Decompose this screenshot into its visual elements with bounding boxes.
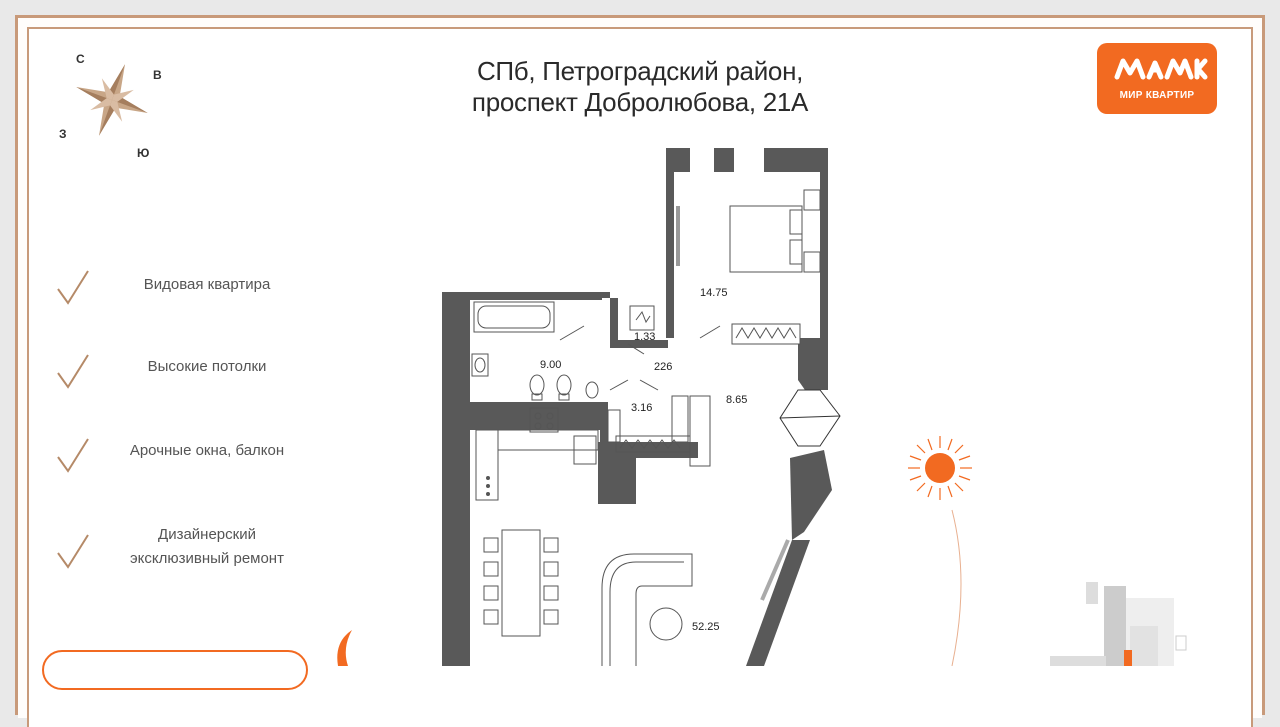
moon-icon bbox=[337, 630, 352, 666]
logo-text: МИР КВАРТИР bbox=[1119, 90, 1195, 101]
sink-icon bbox=[471, 353, 489, 377]
building-minimap bbox=[1050, 582, 1187, 666]
wardrobe-icon bbox=[731, 323, 801, 345]
feature-label-line-2: эксклюзивный ремонт bbox=[130, 550, 284, 567]
floor-plan: 14.75 9.00 1.33 226 3.16 8.65 52.25 bbox=[442, 148, 841, 666]
walls bbox=[442, 148, 832, 666]
compass-south-label: Ю bbox=[137, 146, 150, 160]
sofa-icon bbox=[601, 553, 693, 666]
logo-mark-icon bbox=[1114, 58, 1208, 80]
room-area-living: 52.25 bbox=[692, 621, 720, 633]
room-area-closet: 3.16 bbox=[631, 402, 652, 414]
room-area-wc: 1.33 bbox=[634, 331, 655, 343]
room-area-bedroom: 14.75 bbox=[700, 287, 728, 299]
check-icon bbox=[57, 354, 89, 389]
bath-door bbox=[559, 325, 585, 341]
toilet-icon bbox=[529, 374, 599, 401]
kitchen-counter bbox=[475, 407, 599, 501]
feature-label: Арочные окна, балкон bbox=[129, 442, 285, 459]
page-frame-inner bbox=[27, 27, 1253, 727]
bedroom-shelf bbox=[676, 206, 680, 266]
title-line-2: проспект Добролюбова, 21А bbox=[471, 87, 809, 117]
brand-logo[interactable]: МИР КВАРТИР bbox=[1097, 43, 1217, 114]
title-line-1: СПб, Петроградский район, bbox=[476, 56, 804, 86]
feature-label: Высокие потолки bbox=[147, 358, 267, 375]
bedroom-door bbox=[699, 325, 721, 339]
page-title: СПб, Петроградский район, проспект Добро… bbox=[380, 56, 900, 118]
compass-east-label: В bbox=[153, 68, 162, 82]
compass-rose-icon bbox=[76, 64, 148, 136]
bed-icon bbox=[729, 189, 821, 273]
action-button[interactable] bbox=[42, 650, 308, 690]
room-area-hall: 226 bbox=[654, 361, 672, 373]
compass-west-label: З bbox=[59, 127, 67, 141]
wc-door bbox=[627, 343, 645, 355]
feature-label-line-1: Дизайнерский bbox=[158, 526, 256, 543]
feature-label: Видовая квартира bbox=[143, 276, 271, 293]
hall-door bbox=[639, 379, 659, 391]
bathtub-icon bbox=[473, 301, 555, 333]
closet-shelf-icon bbox=[607, 395, 711, 467]
window bbox=[760, 539, 790, 601]
compass-north-label: С bbox=[76, 52, 85, 66]
bay-window bbox=[779, 389, 841, 447]
dining-table-icon bbox=[483, 529, 559, 637]
check-icon bbox=[57, 438, 89, 473]
sun-icon bbox=[908, 436, 972, 666]
compass: С В З Ю bbox=[55, 50, 175, 160]
room-area-corridor: 8.65 bbox=[726, 394, 747, 406]
closet-door bbox=[609, 379, 629, 391]
check-icon bbox=[57, 270, 89, 305]
feature-label: Дизайнерский эксклюзивный ремонт bbox=[102, 523, 312, 571]
check-icon bbox=[57, 534, 89, 569]
shower-icon bbox=[629, 305, 655, 331]
room-area-bathroom: 9.00 bbox=[540, 359, 561, 371]
